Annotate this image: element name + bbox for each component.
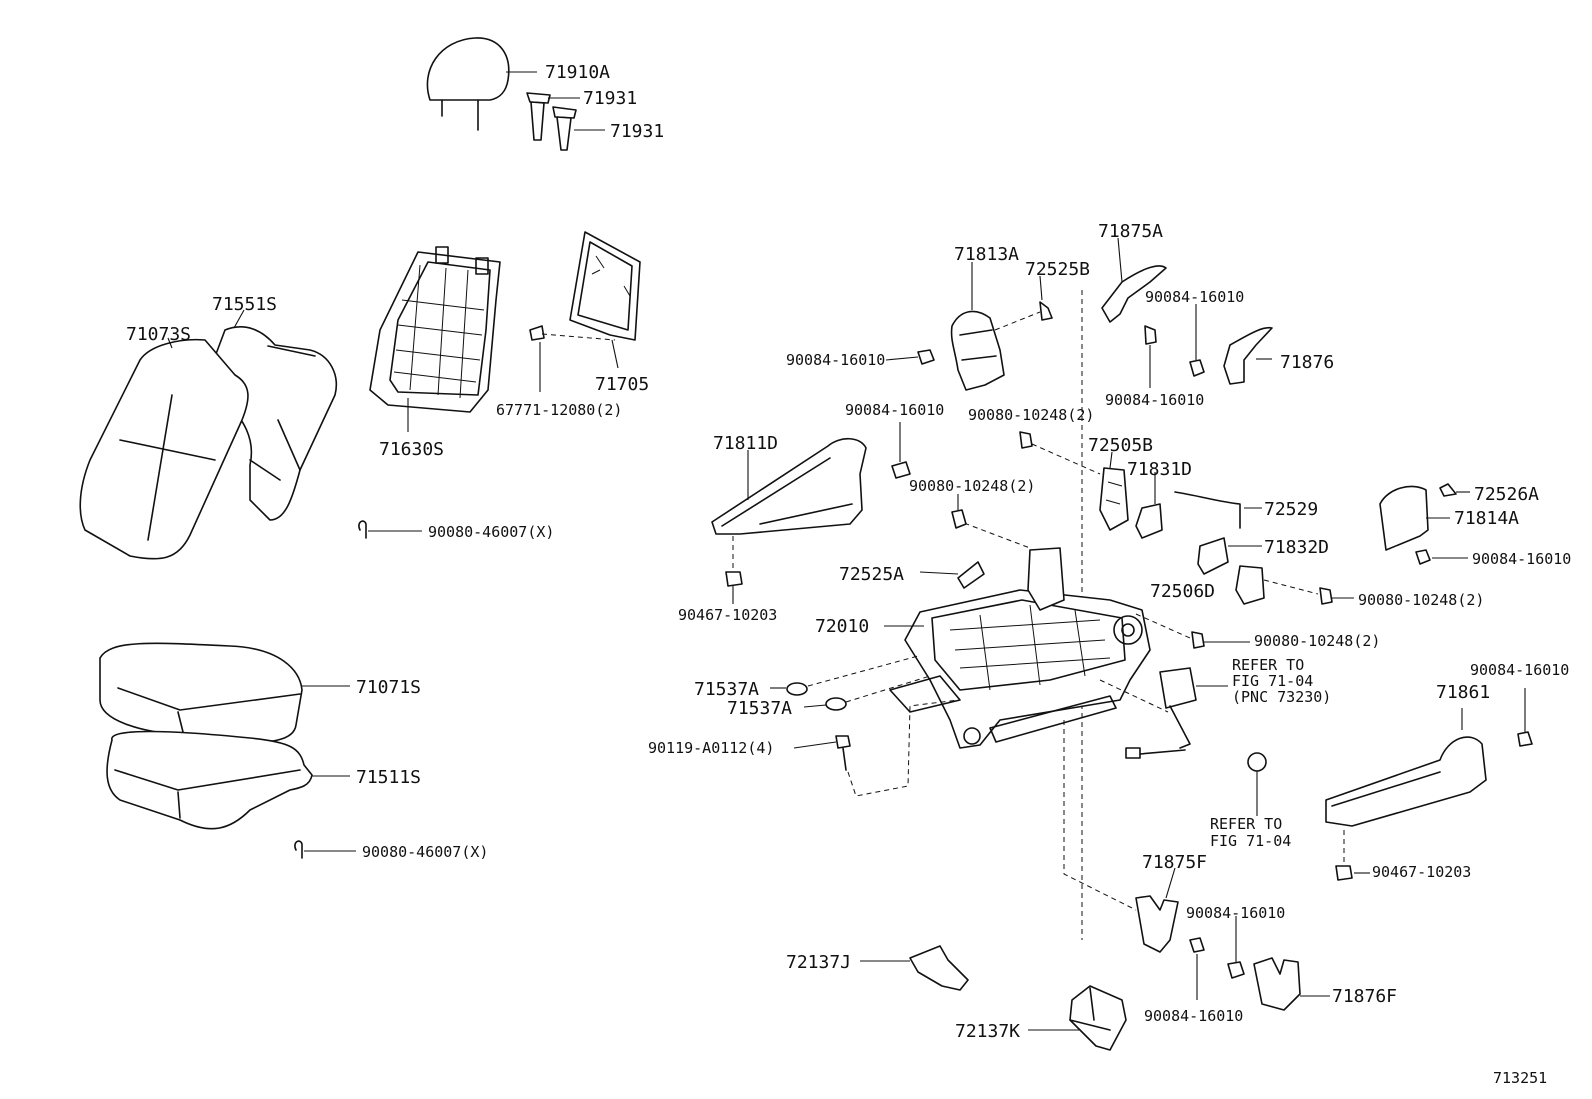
label-90084-16010-e: 90084-16010: [1472, 550, 1571, 568]
seat-adjuster-72010-part: [884, 494, 1250, 749]
bolt-90119-part: [793, 699, 959, 797]
label-67771-12080: 67771-12080(2): [496, 401, 622, 419]
refer-1-line3: (PNC 73230): [1232, 688, 1331, 706]
cover-71813A-part: [885, 262, 1053, 391]
diagram-id: 713251: [1493, 1069, 1547, 1087]
label-72525B: 72525B: [1025, 259, 1090, 280]
label-71876F: 71876F: [1332, 986, 1397, 1007]
cover-72137J-part: [860, 945, 969, 991]
cover-71861-part: [1325, 688, 1533, 881]
label-71551S: 71551S: [212, 294, 277, 315]
label-72506D: 72506D: [1150, 581, 1215, 602]
label-71814A: 71814A: [1454, 508, 1519, 529]
seatback-frame-part: [369, 246, 501, 432]
plugs-71537A-part: [770, 655, 931, 711]
label-90084-16010-g: 90084-16010: [1186, 904, 1285, 922]
label-71705: 71705: [595, 374, 649, 395]
bracket-71832D-part: [1197, 537, 1262, 575]
label-72529: 72529: [1264, 499, 1318, 520]
label-90084-16010-a: 90084-16010: [1145, 288, 1244, 306]
label-90084-16010-f: 90084-16010: [1470, 661, 1569, 679]
label-90119-A0112: 90119-A0112(4): [648, 739, 774, 757]
label-71931-b: 71931: [610, 121, 664, 142]
cover-71814A-part: [1379, 483, 1470, 565]
headrest-part: [426, 37, 537, 131]
label-90080-10248-a: 90080-10248(2): [968, 406, 1094, 424]
seat-cushion-pad-part: [106, 730, 350, 830]
label-71910A: 71910A: [545, 62, 610, 83]
label-71073S: 71073S: [126, 324, 191, 345]
bracket-71831D-part: [1135, 472, 1163, 539]
link-72529-part: [1174, 491, 1262, 529]
seatback-cover-part: [79, 309, 337, 560]
bracket-72505B-part: [1019, 431, 1129, 531]
label-90084-16010-h: 90084-16010: [1144, 1007, 1243, 1025]
label-71813A: 71813A: [954, 244, 1019, 265]
label-71811D: 71811D: [713, 433, 778, 454]
label-72505B: 72505B: [1088, 435, 1153, 456]
cover-72137K-part: [1028, 985, 1127, 1051]
label-90080-46007-a: 90080-46007(X): [428, 523, 554, 541]
label-90084-16010-c: 90084-16010: [1105, 391, 1204, 409]
lever-71875F-part: [1063, 720, 1205, 1000]
refer-2-line2: FIG 71-04: [1210, 832, 1291, 850]
refer-2-line1: REFER TO: [1210, 815, 1282, 833]
label-71511S: 71511S: [356, 767, 421, 788]
label-90080-10248-c: 90080-10248(2): [1358, 591, 1484, 609]
label-90467-10203-b: 90467-10203: [1372, 863, 1471, 881]
label-72526A: 72526A: [1474, 484, 1539, 505]
label-71630S: 71630S: [379, 439, 444, 460]
label-71537A-b: 71537A: [727, 698, 792, 719]
back-board-part: [529, 231, 641, 392]
label-71832D: 71832D: [1264, 537, 1329, 558]
refer-1-line1: REFER TO: [1232, 656, 1304, 674]
cover-71811D-part: [711, 422, 911, 604]
label-90080-46007-b: 90080-46007(X): [362, 843, 488, 861]
hog-ring-a: [358, 520, 422, 539]
label-90084-16010-d: 90084-16010: [845, 401, 944, 419]
label-71931-a: 71931: [583, 88, 637, 109]
label-71875A: 71875A: [1098, 221, 1163, 242]
headrest-guide-parts: [526, 92, 605, 151]
hog-ring-b: [294, 840, 356, 859]
label-72137J: 72137J: [786, 952, 851, 973]
buckle-refer-part: [1099, 667, 1267, 816]
lever-71876F-part: [1227, 916, 1330, 1011]
bracket-72506D-part: [1235, 565, 1354, 605]
label-72010: 72010: [815, 616, 869, 637]
label-71537A-a: 71537A: [694, 679, 759, 700]
seat-cushion-cover-part: [99, 642, 350, 743]
label-72525A: 72525A: [839, 564, 904, 585]
lever-71876-part: [1189, 304, 1273, 385]
label-90080-10248-d: 90080-10248(2): [1254, 632, 1380, 650]
label-90467-10203-a: 90467-10203: [678, 606, 777, 624]
label-90084-16010-b: 90084-16010: [786, 351, 885, 369]
label-71071S: 71071S: [356, 677, 421, 698]
label-72137K: 72137K: [955, 1021, 1020, 1042]
refer-1-line2: FIG 71-04: [1232, 672, 1313, 690]
label-90080-10248-b: 90080-10248(2): [909, 477, 1035, 495]
cover-72525A-part: [919, 561, 985, 589]
label-71861: 71861: [1436, 682, 1490, 703]
label-71876: 71876: [1280, 352, 1334, 373]
label-71875F: 71875F: [1142, 852, 1207, 873]
label-71831D: 71831D: [1127, 459, 1192, 480]
